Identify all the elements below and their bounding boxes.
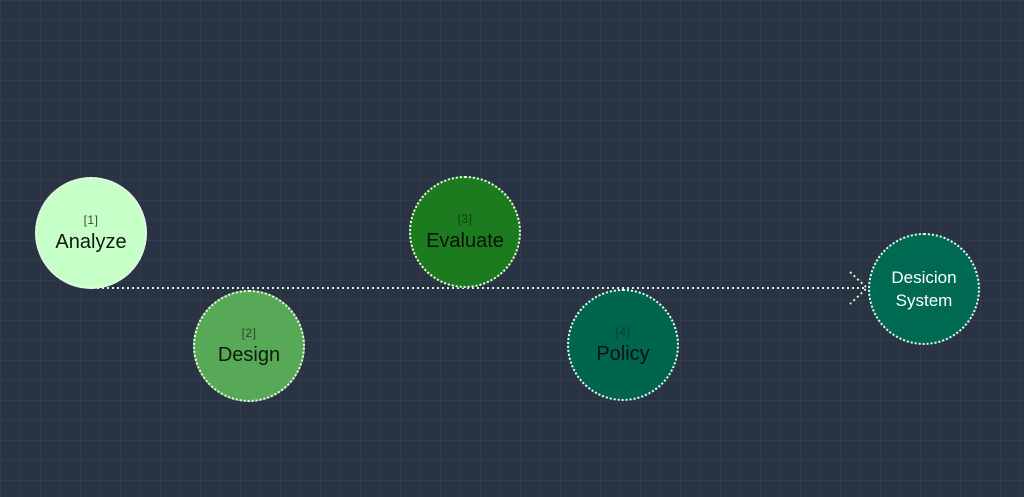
step-design-node[interactable]: [2] Design [193, 290, 305, 402]
step-label: Evaluate [426, 230, 504, 252]
step-analyze-node[interactable]: [1] Analyze [35, 177, 147, 289]
target-system-node[interactable]: Desicion System [868, 233, 980, 345]
target-label: Desicion System [891, 268, 957, 310]
step-number: [1] [83, 213, 99, 227]
step-label: Analyze [55, 231, 127, 253]
step-evaluate-node[interactable]: [3] Evaluate [409, 176, 521, 288]
step-number: [3] [457, 212, 473, 226]
step-number: [4] [615, 325, 631, 339]
step-policy-node[interactable]: [4] Policy [567, 289, 679, 401]
step-label: Design [217, 344, 281, 366]
step-number: [2] [241, 326, 257, 340]
step-label: Policy [596, 343, 650, 365]
